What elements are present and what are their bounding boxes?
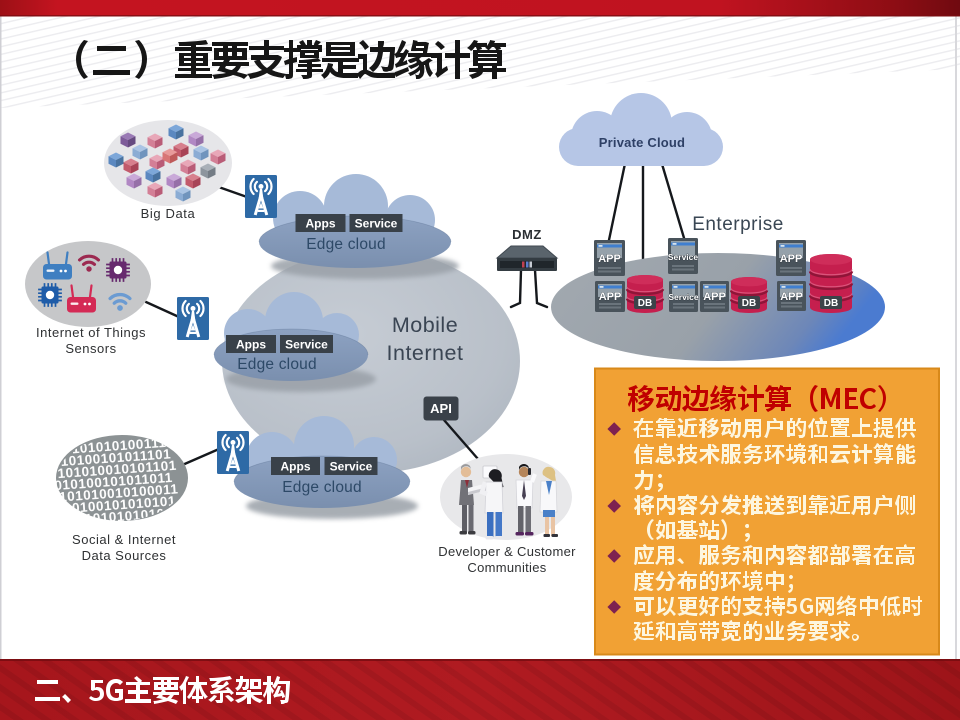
svg-text:Private Cloud: Private Cloud	[599, 135, 685, 150]
svg-text:DB: DB	[742, 298, 756, 309]
svg-text:APP: APP	[599, 291, 622, 303]
svg-text:Enterprise: Enterprise	[692, 214, 784, 235]
svg-text:Big Data: Big Data	[141, 206, 196, 221]
svg-text:DB: DB	[638, 298, 652, 309]
svg-text:Service: Service	[668, 252, 699, 262]
svg-text:APP: APP	[703, 291, 726, 303]
svg-text:Communities: Communities	[467, 560, 546, 575]
svg-text:Service: Service	[355, 217, 398, 231]
svg-text:Edge cloud: Edge cloud	[237, 356, 317, 373]
svg-text:Social & Internet: Social & Internet	[72, 532, 176, 547]
svg-text:Service: Service	[668, 292, 699, 302]
svg-text:Sensors: Sensors	[65, 341, 116, 356]
svg-text:Developer & Customer: Developer & Customer	[438, 544, 576, 559]
svg-text:DB: DB	[824, 298, 838, 309]
svg-text:Apps: Apps	[236, 338, 266, 352]
svg-text:APP: APP	[780, 253, 803, 265]
svg-text:Edge cloud: Edge cloud	[282, 479, 362, 496]
svg-text:APP: APP	[598, 253, 621, 265]
svg-text:Data Sources: Data Sources	[82, 548, 167, 563]
svg-text:Apps: Apps	[306, 217, 336, 231]
svg-text:Apps: Apps	[281, 460, 311, 474]
svg-text:Internet of Things: Internet of Things	[36, 325, 146, 340]
svg-text:Mobile: Mobile	[392, 313, 458, 337]
svg-text:APP: APP	[780, 291, 803, 303]
svg-text:Service: Service	[285, 338, 328, 352]
svg-text:DMZ: DMZ	[512, 227, 542, 242]
svg-text:Edge cloud: Edge cloud	[306, 236, 386, 253]
svg-text:Service: Service	[330, 460, 373, 474]
svg-text:Internet: Internet	[387, 341, 464, 365]
svg-text:API: API	[430, 401, 452, 416]
